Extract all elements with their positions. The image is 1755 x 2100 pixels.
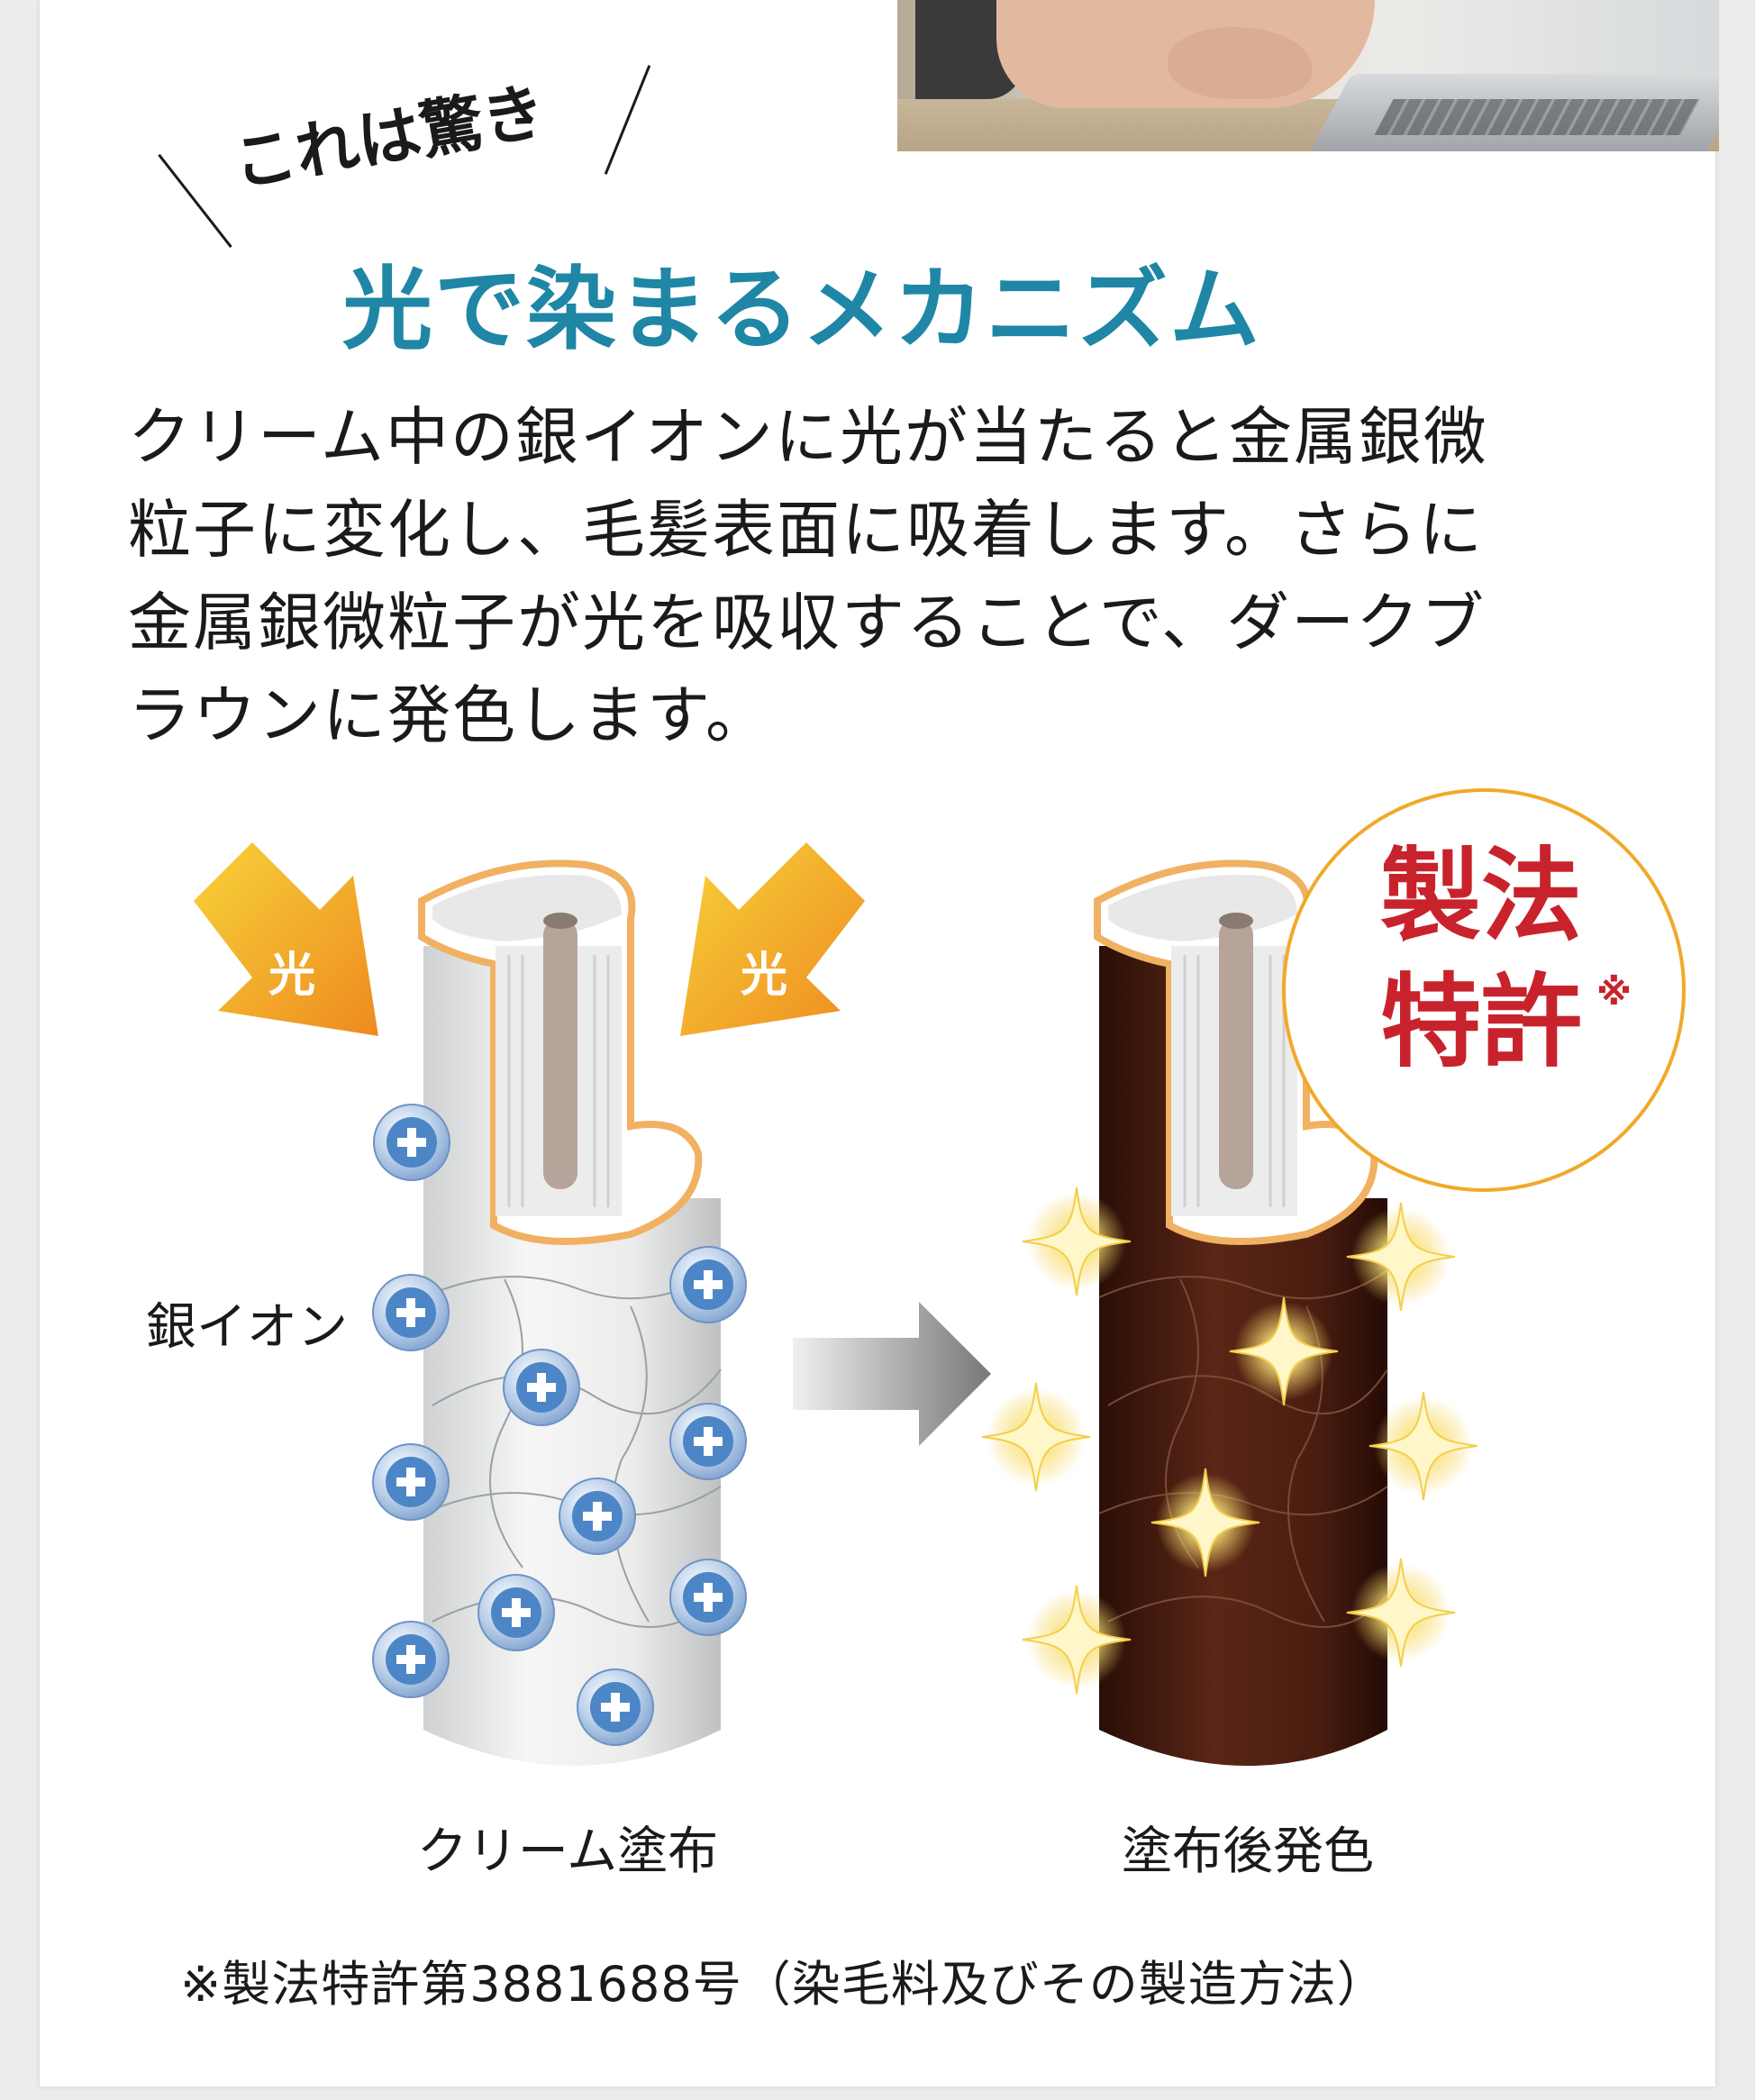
badge-line-2: 特許 — [1380, 963, 1582, 1081]
description-line: 粒子に変化し、毛髪表面に吸着します。さらに — [128, 493, 1484, 567]
sparkle — [981, 1382, 1091, 1492]
description-line: クリーム中の銀イオンに光が当たると金属銀微 — [128, 400, 1488, 474]
silver-ion — [669, 1246, 747, 1323]
hair-before — [418, 859, 722, 1766]
light-arrow-right — [680, 842, 865, 1036]
patent-badge: 製法 特許 ※ — [1282, 788, 1686, 1192]
silver-ion — [669, 1403, 747, 1480]
silver-ion-label: 銀イオン — [146, 1298, 348, 1357]
before-caption: クリーム塗布 — [416, 1823, 719, 1881]
description-line: 金属銀微粒子が光を吸収することで、ダークブ — [128, 586, 1487, 659]
silver-ion — [373, 1104, 450, 1181]
silver-ion — [577, 1668, 654, 1746]
silver-ion — [503, 1349, 580, 1426]
after-caption: 塗布後発色 — [1122, 1823, 1374, 1881]
badge-note-mark: ※ — [1596, 972, 1632, 1014]
patent-footnote: ※製法特許第3881688号（染毛料及びその製造方法） — [180, 1956, 1387, 2013]
silver-ion — [372, 1274, 450, 1351]
description-line: ラウンに発色します。 — [128, 678, 770, 752]
silver-ion — [372, 1443, 450, 1521]
light-label-left: 光 — [268, 949, 316, 1003]
badge-line-1: 製法 — [1380, 837, 1582, 955]
silver-ion — [477, 1574, 555, 1651]
silver-ion — [372, 1621, 450, 1698]
header-photo — [897, 0, 1719, 151]
light-label-right: 光 — [741, 949, 788, 1003]
silver-ion — [559, 1477, 636, 1555]
page-title: 光で染まるメカニズム — [342, 256, 1261, 362]
process-arrow — [793, 1302, 991, 1446]
light-arrow-left — [194, 842, 378, 1036]
description: クリーム中の銀イオンに光が当たると金属銀微 粒子に変化し、毛髪表面に吸着します。… — [128, 391, 1641, 762]
silver-ion — [669, 1559, 747, 1636]
